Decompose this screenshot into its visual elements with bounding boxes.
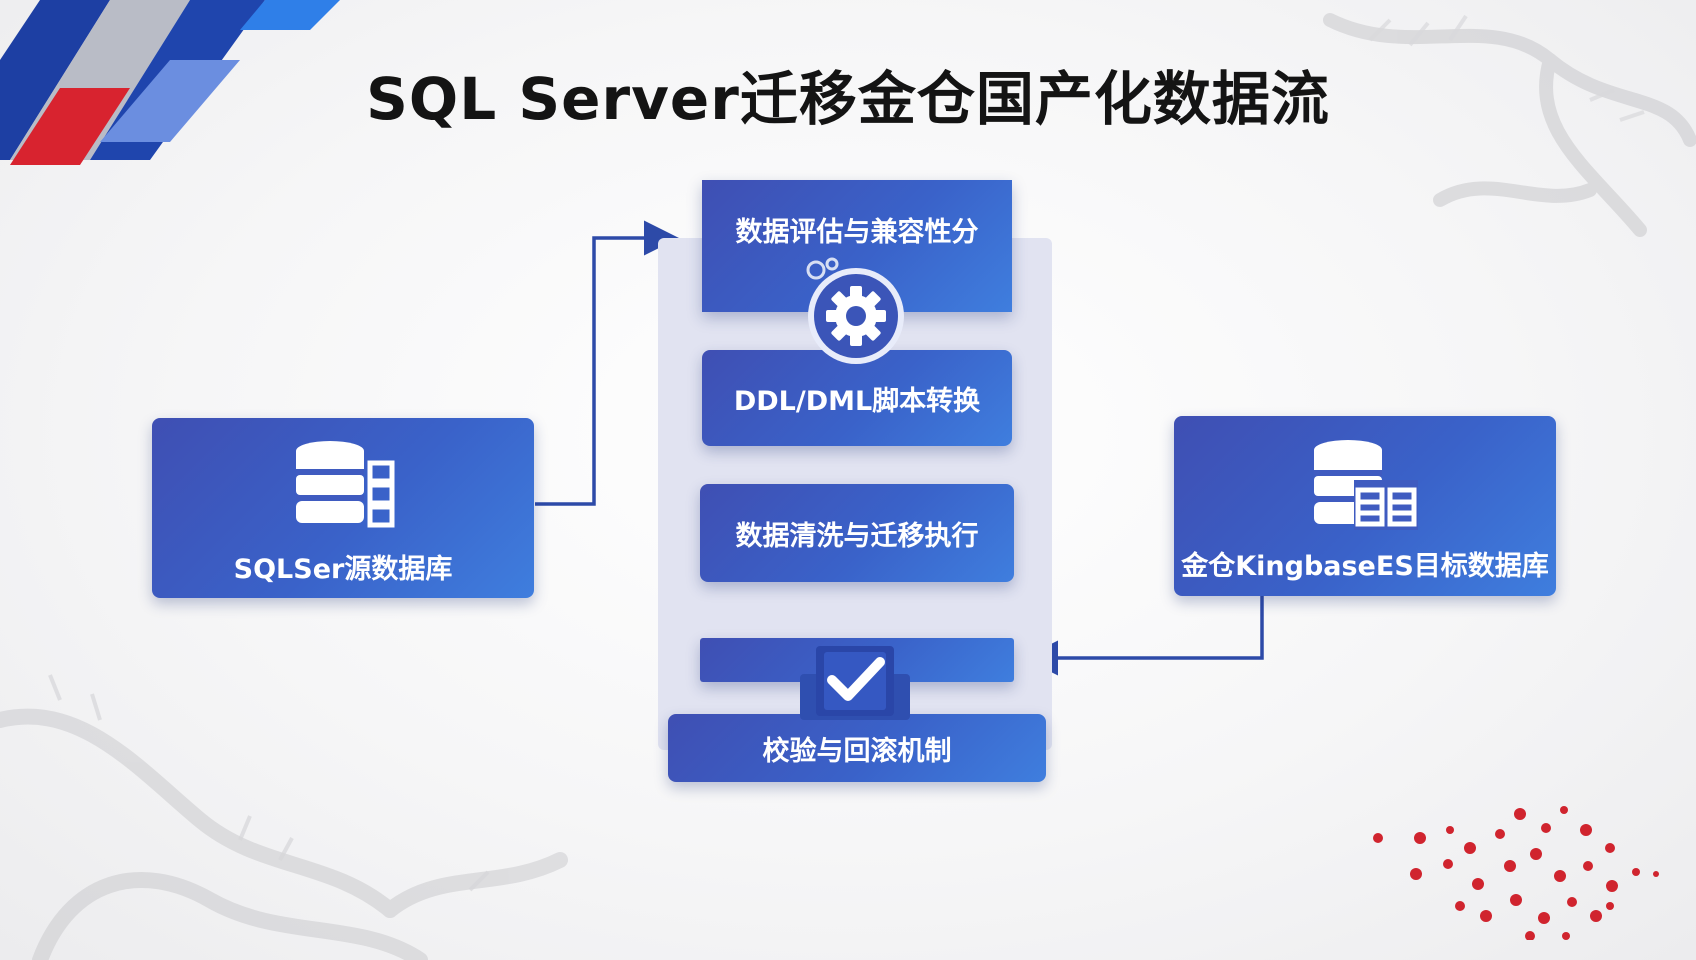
red-dot bbox=[1495, 829, 1505, 839]
page-title: SQL Server迁移金仓国产化数据流 bbox=[366, 65, 1330, 133]
arrow-source-to-assessment bbox=[535, 220, 679, 506]
red-dot bbox=[1590, 910, 1602, 922]
step-script-conversion-box: DDL/DML脚本转换 bbox=[702, 350, 1012, 446]
red-dot bbox=[1525, 931, 1535, 940]
red-dot bbox=[1653, 871, 1659, 877]
red-dot bbox=[1480, 910, 1492, 922]
red-dot bbox=[1605, 843, 1615, 853]
red-dot bbox=[1373, 833, 1383, 843]
red-dot bbox=[1562, 932, 1570, 940]
step-script-conversion-label: DDL/DML脚本转换 bbox=[733, 385, 981, 417]
step-cleansing-migration-box: 数据清洗与迁移执行 bbox=[700, 484, 1014, 582]
database-table-icon bbox=[1314, 439, 1418, 530]
red-dots-decoration bbox=[1373, 806, 1659, 940]
red-dot bbox=[1504, 860, 1516, 872]
red-dot bbox=[1514, 808, 1526, 820]
red-dot bbox=[1443, 859, 1453, 869]
source-database-box: SQLSer源数据库 bbox=[152, 418, 534, 598]
red-dot bbox=[1510, 894, 1522, 906]
red-dot bbox=[1606, 902, 1614, 910]
red-dot bbox=[1560, 806, 1568, 814]
red-dot bbox=[1472, 878, 1484, 890]
database-server-icon bbox=[296, 440, 395, 527]
red-dot bbox=[1606, 880, 1618, 892]
corner-stripes-decoration bbox=[0, 0, 340, 165]
gear-icon bbox=[806, 257, 904, 364]
step-assessment-label: 数据评估与兼容性分 bbox=[735, 217, 979, 248]
red-dot bbox=[1538, 912, 1550, 924]
arrow-target-to-validation bbox=[1023, 594, 1264, 676]
red-dot bbox=[1446, 826, 1454, 834]
target-database-label: 金仓KingbaseES目标数据库 bbox=[1181, 550, 1549, 582]
source-database-label: SQLSer源数据库 bbox=[233, 553, 453, 585]
red-dot bbox=[1632, 868, 1640, 876]
red-dot bbox=[1410, 868, 1422, 880]
dragon-decoration-bottom-left bbox=[0, 674, 568, 960]
red-dot bbox=[1567, 897, 1577, 907]
red-dot bbox=[1583, 861, 1593, 871]
red-dot bbox=[1455, 901, 1465, 911]
red-dot bbox=[1554, 870, 1566, 882]
target-database-box: 金仓KingbaseES目标数据库 bbox=[1174, 416, 1556, 596]
red-dot bbox=[1541, 823, 1551, 833]
step-validation-rollback-label: 校验与回滚机制 bbox=[762, 735, 952, 767]
red-dot bbox=[1464, 842, 1476, 854]
red-dot bbox=[1580, 824, 1592, 836]
red-dot bbox=[1530, 848, 1542, 860]
red-dot bbox=[1414, 832, 1426, 844]
dragon-decoration-top-right bbox=[1323, 13, 1696, 237]
step-validation-rollback-box: 校验与回滚机制 bbox=[668, 714, 1046, 782]
step-cleansing-migration-label: 数据清洗与迁移执行 bbox=[735, 520, 979, 552]
checkmark-icon bbox=[800, 646, 910, 720]
